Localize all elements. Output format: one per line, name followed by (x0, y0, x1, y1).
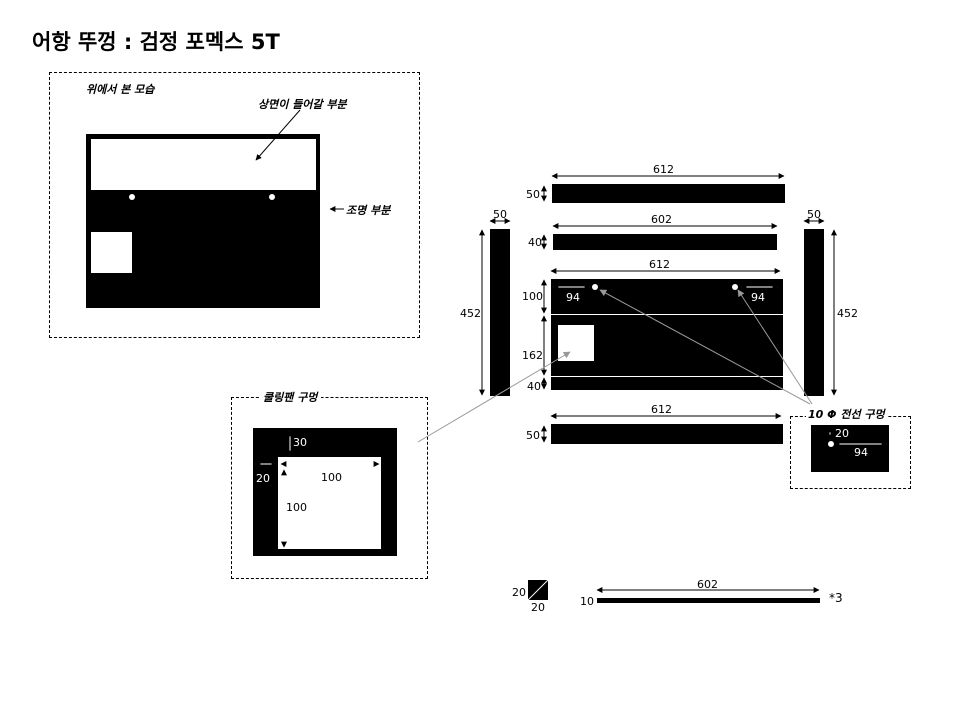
dim-top-strip-width: 612 (653, 163, 674, 176)
dim-bar-width: 602 (697, 578, 718, 591)
dim-square-width: 20 (531, 601, 545, 614)
side-right-panel (804, 229, 824, 396)
bar-quantity: *3 (829, 591, 843, 605)
dim-bar-height: 10 (580, 595, 594, 608)
top-strip-panel (552, 184, 785, 203)
dim-wire-hole-y: 20 (835, 427, 849, 440)
main-panel-divider-2 (551, 376, 783, 377)
top-view-hole-left (129, 194, 135, 200)
dim-fan-width: 100 (321, 471, 342, 484)
wire-hole-panel (811, 425, 889, 472)
dim-fan-left: 20 (256, 472, 270, 485)
side-left-panel (490, 229, 510, 396)
dim-fan-top: 30 (293, 436, 307, 449)
lift-area-note: 상면이 들어갈 부분 (258, 98, 347, 111)
dim-main-row3: 40 (527, 380, 541, 393)
dim-hole-left: 94 (566, 291, 580, 304)
dim-hole-right: 94 (751, 291, 765, 304)
support-bar-part (597, 598, 820, 603)
top-view-open-area (91, 139, 316, 190)
dim-main-width: 612 (649, 258, 670, 271)
dim-side-right-height: 452 (837, 307, 858, 320)
dim-main-row2: 162 (522, 349, 543, 362)
cooling-fan-caption: 쿨링팬 구멍 (259, 389, 322, 405)
page-title: 어항 뚜껑 : 검정 포멕스 5T (32, 30, 280, 54)
dim-second-strip-width: 602 (651, 213, 672, 226)
top-view-frame (49, 72, 420, 338)
dim-top-strip-height: 50 (526, 188, 540, 201)
dim-wire-hole-x: 94 (854, 446, 868, 459)
dim-second-strip-height: 40 (528, 236, 542, 249)
light-area-note: 조명 부분 (346, 204, 391, 217)
main-panel-divider-1 (551, 314, 783, 315)
cooling-fan-hole (278, 457, 381, 549)
dim-main-row1: 100 (522, 290, 543, 303)
dim-fan-height: 100 (286, 501, 307, 514)
top-view-caption: 위에서 본 모습 (86, 83, 155, 96)
top-view-fan-hole (91, 232, 132, 273)
dim-square-height: 20 (512, 586, 526, 599)
main-panel-hole-left (592, 284, 598, 290)
bottom-strip-panel (551, 424, 783, 444)
dim-side-left-width: 50 (493, 208, 507, 221)
cooling-fan-frame (231, 397, 428, 579)
dim-side-right-width: 50 (807, 208, 821, 221)
wire-hole-caption: 10 Φ 전선 구멍 (806, 406, 887, 422)
dim-bottom-strip-width: 612 (651, 403, 672, 416)
top-view-hole-right (269, 194, 275, 200)
second-strip-panel (553, 234, 777, 250)
dim-bottom-strip-height: 50 (526, 429, 540, 442)
wire-hole-dot (828, 441, 834, 447)
dim-side-left-height: 452 (460, 307, 481, 320)
main-panel-hole-right (732, 284, 738, 290)
